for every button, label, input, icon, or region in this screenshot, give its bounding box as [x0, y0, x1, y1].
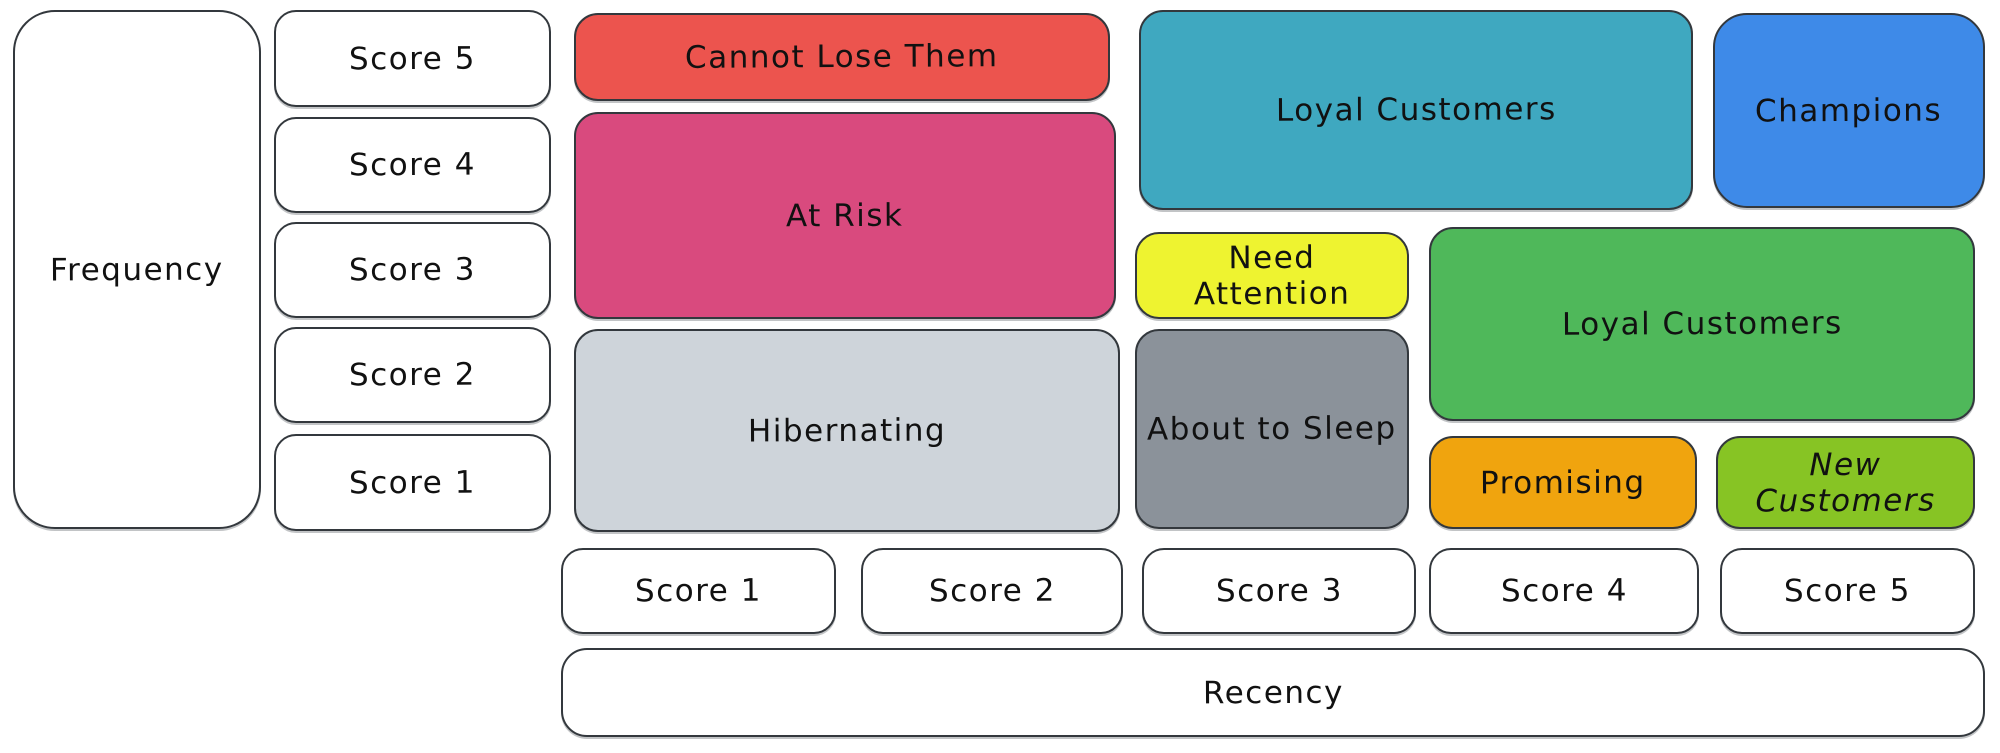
segment-at-risk: At Risk: [574, 112, 1116, 319]
recency-axis-label-box: Recency: [561, 648, 1985, 737]
frequency-score-2-label: Score 2: [348, 356, 477, 394]
segment-cannot-lose-them: Cannot Lose Them: [574, 13, 1110, 101]
segment-promising-label: Promising: [1480, 464, 1646, 501]
frequency-score-4-label: Score 4: [348, 146, 477, 184]
frequency-score-3-label: Score 3: [348, 251, 477, 289]
frequency-score-3: Score 3: [274, 222, 551, 318]
frequency-score-1-label: Score 1: [348, 464, 477, 501]
segment-loyal-customers-top: Loyal Customers: [1139, 10, 1693, 210]
recency-score-4-label: Score 4: [1500, 572, 1628, 610]
segment-hibernating: Hibernating: [574, 329, 1120, 532]
segment-need-attention: Need Attention: [1135, 232, 1409, 319]
recency-score-5-label: Score 5: [1783, 572, 1912, 610]
segment-need-attention-label: Need Attention: [1193, 239, 1351, 312]
segment-about-to-sleep-label: About to Sleep: [1147, 410, 1397, 448]
segment-at-risk-label: At Risk: [786, 197, 904, 234]
recency-score-4: Score 4: [1429, 548, 1699, 634]
recency-score-3-label: Score 3: [1215, 572, 1343, 610]
segment-loyal-customers-top-label: Loyal Customers: [1275, 91, 1557, 129]
segment-loyal-customers-right-label: Loyal Customers: [1561, 305, 1843, 343]
recency-score-5: Score 5: [1720, 548, 1975, 634]
recency-score-3: Score 3: [1142, 548, 1416, 634]
frequency-score-1: Score 1: [274, 434, 551, 531]
segment-champions-label: Champions: [1755, 92, 1943, 129]
recency-score-1: Score 1: [561, 548, 836, 634]
segment-promising: Promising: [1429, 436, 1697, 529]
segment-new-customers-label: New Customers: [1755, 446, 1936, 519]
segment-hibernating-label: Hibernating: [747, 411, 947, 450]
frequency-score-5: Score 5: [274, 10, 551, 107]
segment-champions: Champions: [1713, 13, 1985, 208]
frequency-axis-label: Frequency: [50, 251, 224, 288]
recency-axis-label: Recency: [1202, 674, 1344, 711]
frequency-axis-label-box: Frequency: [13, 10, 261, 529]
segment-cannot-lose-them-label: Cannot Lose Them: [685, 38, 999, 76]
frequency-score-2: Score 2: [274, 327, 551, 423]
recency-score-2-label: Score 2: [928, 572, 1056, 610]
segment-loyal-customers-right: Loyal Customers: [1429, 227, 1975, 421]
segment-about-to-sleep: About to Sleep: [1135, 329, 1409, 529]
frequency-score-5-label: Score 5: [348, 40, 477, 77]
segment-new-customers: New Customers: [1716, 436, 1975, 529]
recency-score-2: Score 2: [861, 548, 1123, 634]
frequency-score-4: Score 4: [274, 117, 551, 213]
recency-score-1-label: Score 1: [634, 572, 763, 610]
